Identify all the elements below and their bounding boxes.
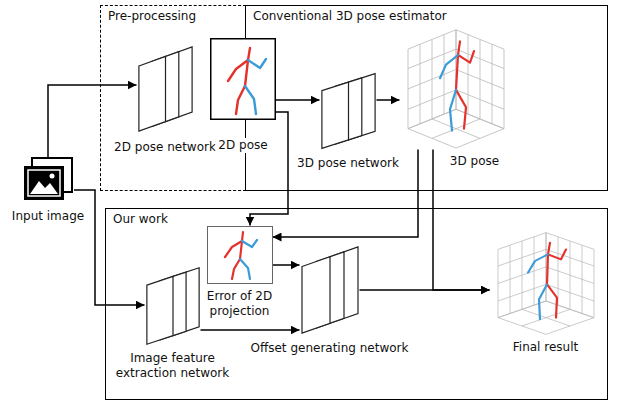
pose-2d: 2D pose — [210, 38, 276, 120]
layer-stack — [300, 245, 360, 335]
network-block: 3D pose network — [320, 72, 377, 150]
skeleton-2d — [210, 38, 276, 120]
group-heading: Conventional 3D pose estimator — [246, 6, 454, 26]
final-pose-3d: Final result — [490, 226, 602, 336]
layer-stack — [137, 45, 194, 133]
image-icon — [22, 157, 74, 203]
pose-3d: 3D pose — [400, 22, 512, 150]
node-label: Input image — [12, 209, 84, 224]
flow-arrow — [377, 99, 400, 101]
flow-arrow — [276, 99, 320, 101]
flow-arrow — [273, 264, 300, 266]
our-work-group: Our work Error of 2D projectionImage fea… — [105, 208, 608, 400]
flow-arrow — [201, 329, 300, 331]
node-label: Offset generating network — [251, 341, 409, 356]
network-block: 2D pose network — [137, 45, 194, 133]
skeleton-error — [207, 226, 273, 284]
estimator-group: Conventional 3D pose estimator 3D pose ne… — [245, 5, 608, 191]
node-label: Error of 2D projection — [185, 289, 295, 319]
node-label: 2D pose — [215, 138, 270, 153]
input-image: Input image — [22, 157, 74, 203]
flow-arrow — [273, 150, 419, 238]
node-label: 3D pose — [450, 154, 499, 169]
node-label: Image feature extraction network — [103, 351, 243, 381]
node-label: Final result — [513, 340, 578, 355]
layer-stack — [320, 72, 377, 150]
group-heading: Pre-processing — [101, 6, 203, 26]
flow-arrow — [433, 150, 490, 291]
pose-plot-3d — [490, 226, 602, 336]
group-heading: Our work — [106, 209, 175, 229]
layer-stack — [145, 266, 201, 346]
projection-error: Error of 2D projection — [207, 226, 273, 284]
network-block: Offset generating network — [300, 245, 360, 335]
node-label: 2D pose network — [114, 140, 216, 155]
pose-plot-3d — [400, 22, 512, 150]
network-block: Image feature extraction network — [145, 266, 201, 346]
node-label: 3D pose network — [297, 156, 399, 171]
